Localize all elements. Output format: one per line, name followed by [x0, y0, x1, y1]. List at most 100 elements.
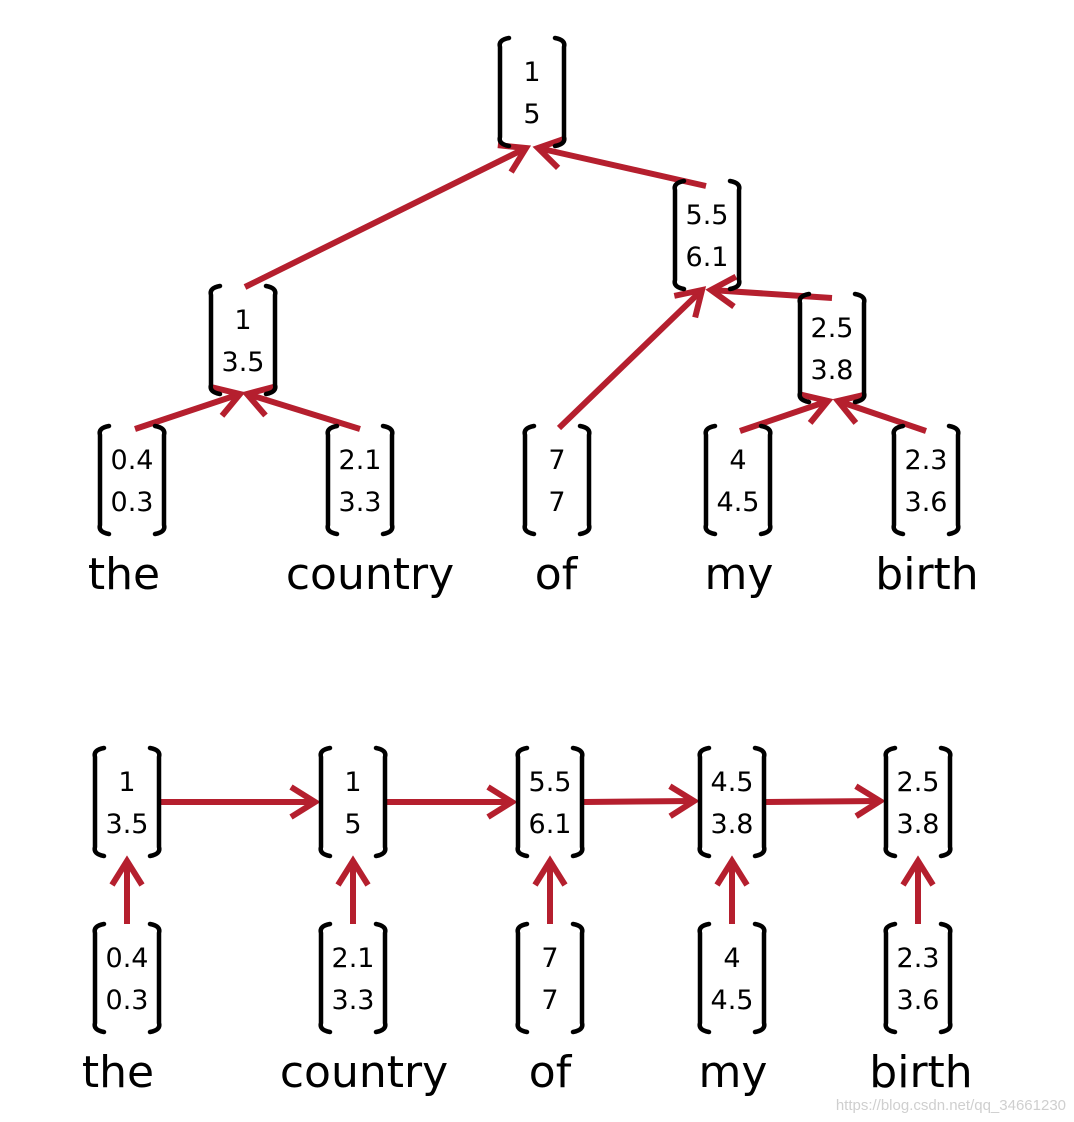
- arrow-shaft: [243, 145, 528, 290]
- tree-word-country: country: [286, 549, 454, 600]
- vector-value-bottom: 6.1: [529, 809, 572, 840]
- tree-vector-the-country: 13.5: [208, 283, 278, 397]
- left-bracket: [208, 283, 223, 397]
- left-bracket: [325, 423, 340, 537]
- left-bracket: [497, 35, 512, 149]
- chain-state-vector-1: 13.5: [92, 745, 162, 859]
- arrow-head: [486, 784, 518, 820]
- tree-word-the: the: [88, 549, 160, 600]
- vector-value-bottom: 7: [548, 487, 565, 518]
- right-bracket: [147, 745, 162, 859]
- arrow-head: [289, 784, 321, 820]
- vector-value-top: 2.1: [332, 943, 375, 974]
- vector-value-top: 4.5: [711, 767, 754, 798]
- vector-value-bottom: 3.3: [332, 985, 375, 1016]
- arrow-head: [668, 783, 700, 819]
- vector-value-bottom: 0.3: [111, 487, 154, 518]
- chain-state-vector-3: 5.56.1: [515, 745, 585, 859]
- chain-state-vector-2: 15: [318, 745, 388, 859]
- arrow-shaft: [134, 391, 241, 432]
- arrow-head: [532, 855, 568, 887]
- chain-state-arrow-4-to-5: [765, 783, 886, 819]
- arrow-head: [211, 384, 246, 418]
- arrow-shaft: [246, 391, 361, 432]
- tree-word-of: of: [535, 549, 579, 600]
- vector-value-top: 0.4: [106, 943, 149, 974]
- vector-value-top: 1: [234, 305, 251, 336]
- vector-value-bottom: 3.6: [905, 487, 948, 518]
- vector-value-bottom: 5: [344, 809, 361, 840]
- tree-vector-birth: 2.33.6: [891, 423, 961, 537]
- tree-vector-root: 15: [497, 35, 567, 149]
- chain-state-vector-5: 2.53.8: [883, 745, 953, 859]
- right-bracket: [752, 745, 767, 859]
- left-bracket: [318, 921, 333, 1035]
- arrow-shaft: [765, 798, 881, 805]
- right-bracket: [373, 745, 388, 859]
- vector-value-top: 1: [523, 57, 540, 88]
- left-bracket: [522, 423, 537, 537]
- arrow-shaft: [556, 287, 705, 431]
- chain-input-vector-4: 44.5: [697, 921, 767, 1035]
- left-bracket: [703, 423, 718, 537]
- right-bracket: [852, 291, 867, 405]
- chain-state-vector-4: 4.53.8: [697, 745, 767, 859]
- arrow-head: [673, 286, 707, 319]
- chain-input-vector-3: 77: [515, 921, 585, 1035]
- vector-value-bottom: 3.5: [106, 809, 149, 840]
- tree-vector-my-birth: 2.53.8: [797, 291, 867, 405]
- chain-input-arrow-2: [335, 855, 371, 924]
- arrow-shaft: [583, 798, 695, 805]
- tree-arrow-the-country-to-root: [243, 142, 532, 290]
- vector-value-bottom: 3.6: [897, 985, 940, 1016]
- vector-value-bottom: 3.8: [711, 809, 754, 840]
- vector-value-top: 2.3: [897, 943, 940, 974]
- chain-input-vector-5: 2.33.6: [883, 921, 953, 1035]
- left-bracket: [697, 921, 712, 1035]
- arrow-shaft: [837, 398, 927, 434]
- vector-value-bottom: 4.5: [717, 487, 760, 518]
- arrow-shaft: [739, 398, 829, 434]
- vector-value-bottom: 3.8: [897, 809, 940, 840]
- vector-value-bottom: 4.5: [711, 985, 754, 1016]
- tree-arrow-the-to-the-country: [134, 384, 246, 432]
- right-bracket: [727, 178, 742, 292]
- chain-input-arrow-4: [714, 855, 750, 924]
- vector-value-bottom: 3.8: [811, 355, 854, 386]
- vector-value-bottom: 3.5: [222, 347, 265, 378]
- vector-value-top: 1: [344, 767, 361, 798]
- arrow-head: [900, 855, 936, 887]
- right-bracket: [570, 921, 585, 1035]
- vector-value-top: 1: [118, 767, 135, 798]
- vector-layer: 0.40.32.13.37744.52.33.613.52.53.85.56.1…: [92, 35, 961, 1035]
- tree-word-birth: birth: [875, 549, 978, 600]
- arrow-head: [109, 855, 145, 887]
- chain-input-vector-1: 0.40.3: [92, 921, 162, 1035]
- arrow-layer: [109, 135, 936, 924]
- chain-word-of: of: [529, 1047, 573, 1098]
- arrow-shaft: [710, 287, 833, 301]
- right-bracket: [147, 921, 162, 1035]
- vector-value-top: 2.1: [339, 445, 382, 476]
- right-bracket: [938, 921, 953, 1035]
- left-bracket: [891, 423, 906, 537]
- arrow-head: [799, 391, 834, 425]
- right-bracket: [938, 745, 953, 859]
- right-bracket: [152, 423, 167, 537]
- chain-state-arrow-2-to-3: [387, 784, 518, 820]
- left-bracket: [672, 178, 687, 292]
- right-bracket: [946, 423, 961, 537]
- left-bracket: [97, 423, 112, 537]
- right-bracket: [373, 921, 388, 1035]
- arrow-head: [854, 783, 886, 819]
- tree-arrow-of-my-birth-to-root: [532, 135, 707, 189]
- vector-value-top: 5.5: [529, 767, 572, 798]
- chain-word-country: country: [280, 1047, 448, 1098]
- arrow-head: [335, 855, 371, 887]
- chain-state-arrow-3-to-4: [583, 783, 700, 819]
- tree-arrow-country-to-the-country: [241, 383, 361, 432]
- left-bracket: [883, 745, 898, 859]
- tree-vector-my: 44.5: [703, 423, 773, 537]
